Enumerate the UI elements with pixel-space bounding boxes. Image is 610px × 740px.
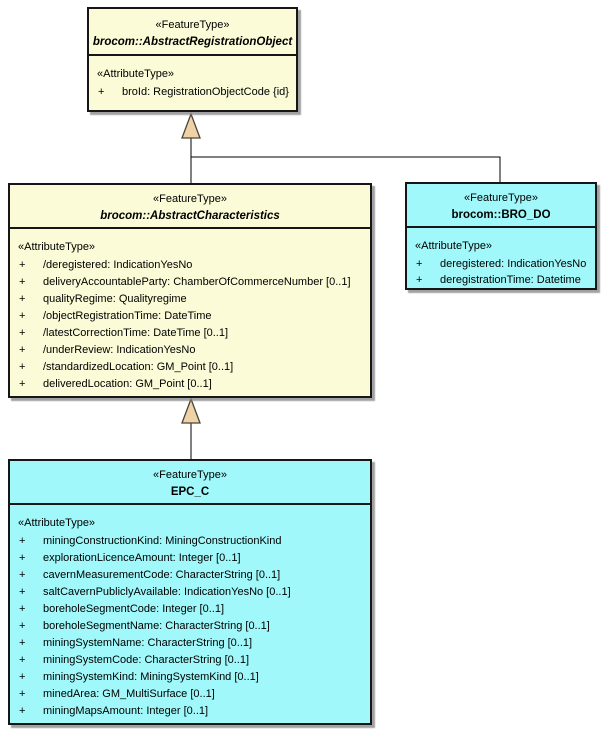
attribute-text: minedArea: GM_MultiSurface [0..1] <box>43 688 215 700</box>
class-name: EPC_C <box>170 486 210 498</box>
attribute-row: + deliveryAccountableParty: ChamberOfComm… <box>18 274 366 291</box>
class-header: «FeatureType» EPC_C <box>10 461 370 505</box>
attribute-list: + deregistered: IndicationYesNo + deregistr… <box>415 256 591 288</box>
stereotype-label: «FeatureType» <box>155 19 230 31</box>
attribute-row: + cavernMeasurementCode: CharacterString … <box>18 567 366 584</box>
stereotype-label: «FeatureType» <box>153 193 227 205</box>
class-name: brocom::BRO_DO <box>451 209 551 221</box>
attribute-text: explorationLicenceAmount: Integer [0..1] <box>43 552 241 564</box>
attributes-compartment: «AttributeType» + miningConstructionKind:… <box>10 505 370 723</box>
attribute-row: + deregistered: IndicationYesNo <box>415 256 591 272</box>
class-name: brocom::AbstractCharacteristics <box>100 210 280 222</box>
attribute-row: + /deregistered: IndicationYesNo <box>18 257 366 274</box>
attribute-row: + miningSystemCode: CharacterString [0..1… <box>18 652 366 669</box>
attribute-visibility: + <box>19 378 26 390</box>
attribute-visibility: + <box>19 705 26 717</box>
attribute-visibility: + <box>98 86 105 98</box>
attribute-text: /latestCorrectionTime: DateTime [0..1] <box>43 327 229 339</box>
attribute-row: + minedArea: GM_MultiSurface [0..1] <box>18 686 366 703</box>
attribute-visibility: + <box>19 535 26 547</box>
attribute-visibility: + <box>19 293 26 305</box>
attribute-row: + /objectRegistrationTime: DateTime <box>18 308 366 325</box>
attribute-text: /underReview: IndicationYesNo <box>43 344 196 356</box>
attribute-type-label: «AttributeType» <box>97 68 175 80</box>
attribute-row: + explorationLicenceAmount: Integer [0..1… <box>18 550 366 567</box>
attribute-visibility: + <box>416 274 423 286</box>
attribute-text: /objectRegistrationTime: DateTime <box>43 310 212 322</box>
attribute-row: + saltCavernPubliclyAvailable: Indication… <box>18 584 366 601</box>
attribute-text: deliveredLocation: GM_Point [0..1] <box>43 378 212 390</box>
attribute-text: /deregistered: IndicationYesNo <box>43 259 193 271</box>
attribute-row: + boreholeSegmentName: CharacterString [0… <box>18 618 366 635</box>
attribute-visibility: + <box>19 586 26 598</box>
attribute-row: + miningConstructionKind: MiningConstruct… <box>18 533 366 550</box>
stereotype-label: «FeatureType» <box>464 192 538 204</box>
attributes-compartment: «AttributeType» + deregistered: Indicatio… <box>407 228 595 288</box>
stereotype-label: «FeatureType» <box>153 469 227 481</box>
attribute-row: + broId: RegistrationObjectCode {id} <box>97 84 292 101</box>
attribute-visibility: + <box>19 276 26 288</box>
attribute-row: + deregistrationTime: Datetime <box>415 272 591 288</box>
attribute-text: boreholeSegmentName: CharacterString [0.… <box>43 620 270 632</box>
attribute-visibility: + <box>19 259 26 271</box>
attribute-text: miningMapsAmount: Integer [0..1] <box>43 705 209 717</box>
attribute-text: saltCavernPubliclyAvailable: IndicationY… <box>43 586 291 598</box>
attribute-text: boreholeSegmentCode: Integer [0..1] <box>43 603 225 615</box>
attribute-list: + broId: RegistrationObjectCode {id} <box>97 84 292 101</box>
class-box-abstract-characteristics: «FeatureType» brocom::AbstractCharacteri… <box>8 183 372 398</box>
attribute-text: cavernMeasurementCode: CharacterString [… <box>43 569 281 581</box>
attribute-visibility: + <box>19 688 26 700</box>
attribute-row: + /underReview: IndicationYesNo <box>18 342 366 359</box>
attribute-text: broId: RegistrationObjectCode {id} <box>122 86 289 98</box>
attribute-visibility: + <box>19 344 26 356</box>
attribute-row: + miningSystemKind: MiningSystemKind [0..… <box>18 669 366 686</box>
attribute-visibility: + <box>19 552 26 564</box>
attribute-visibility: + <box>19 637 26 649</box>
generalization-line-bro-do <box>191 156 501 183</box>
attribute-row: + /standardizedLocation: GM_Point [0..1] <box>18 359 366 376</box>
attribute-text: miningConstructionKind: MiningConstructi… <box>43 535 282 547</box>
attributes-compartment: «AttributeType» + broId: RegistrationObje… <box>89 56 296 105</box>
class-name: brocom::AbstractRegistrationObject <box>92 36 293 48</box>
class-box-abstract-registration-object: «FeatureType» brocom::AbstractRegistrati… <box>87 7 298 112</box>
attribute-visibility: + <box>19 603 26 615</box>
attribute-row: + miningSystemName: CharacterString [0..1… <box>18 635 366 652</box>
attribute-row: + miningMapsAmount: Integer [0..1] <box>18 703 366 720</box>
attribute-row: + /latestCorrectionTime: DateTime [0..1] <box>18 325 366 342</box>
attribute-row: + deliveredLocation: GM_Point [0..1] <box>18 376 366 393</box>
attribute-text: miningSystemKind: MiningSystemKind [0..1… <box>43 671 259 683</box>
class-header: «FeatureType» brocom::BRO_DO <box>407 184 595 228</box>
attribute-visibility: + <box>19 654 26 666</box>
attribute-visibility: + <box>19 569 26 581</box>
attribute-text: deliveryAccountableParty: ChamberOfComme… <box>43 276 351 288</box>
attribute-text: deregistered: IndicationYesNo <box>440 258 587 270</box>
attribute-visibility: + <box>416 258 423 270</box>
class-box-epc-c: «FeatureType» EPC_C «AttributeType» + min… <box>8 459 372 725</box>
generalization-arrowhead-icon <box>181 112 201 139</box>
attribute-type-label: «AttributeType» <box>18 241 96 253</box>
attribute-type-label: «AttributeType» <box>415 240 493 252</box>
attribute-row: + qualityRegime: Qualityregime <box>18 291 366 308</box>
class-header: «FeatureType» brocom::AbstractCharacteri… <box>10 185 370 229</box>
attribute-text: qualityRegime: Qualityregime <box>43 293 187 305</box>
attribute-text: miningSystemCode: CharacterString [0..1] <box>43 654 250 666</box>
attributes-compartment: «AttributeType» + /deregistered: Indicati… <box>10 229 370 396</box>
attribute-row: + boreholeSegmentCode: Integer [0..1] <box>18 601 366 618</box>
attribute-visibility: + <box>19 620 26 632</box>
attribute-list: + /deregistered: IndicationYesNo + delivery… <box>18 257 366 393</box>
attribute-list: + miningConstructionKind: MiningConstruct… <box>18 533 366 720</box>
attribute-text: miningSystemName: CharacterString [0..1] <box>43 637 253 649</box>
attribute-type-label: «AttributeType» <box>18 517 96 529</box>
attribute-visibility: + <box>19 310 26 322</box>
attribute-text: /standardizedLocation: GM_Point [0..1] <box>43 361 234 373</box>
class-box-bro-do: «FeatureType» brocom::BRO_DO «AttributeT… <box>405 182 597 290</box>
attribute-visibility: + <box>19 327 26 339</box>
attribute-text: deregistrationTime: Datetime <box>440 274 581 286</box>
attribute-visibility: + <box>19 671 26 683</box>
generalization-arrowhead-icon <box>181 397 201 424</box>
attribute-visibility: + <box>19 361 26 373</box>
class-header: «FeatureType» brocom::AbstractRegistrati… <box>89 9 296 56</box>
